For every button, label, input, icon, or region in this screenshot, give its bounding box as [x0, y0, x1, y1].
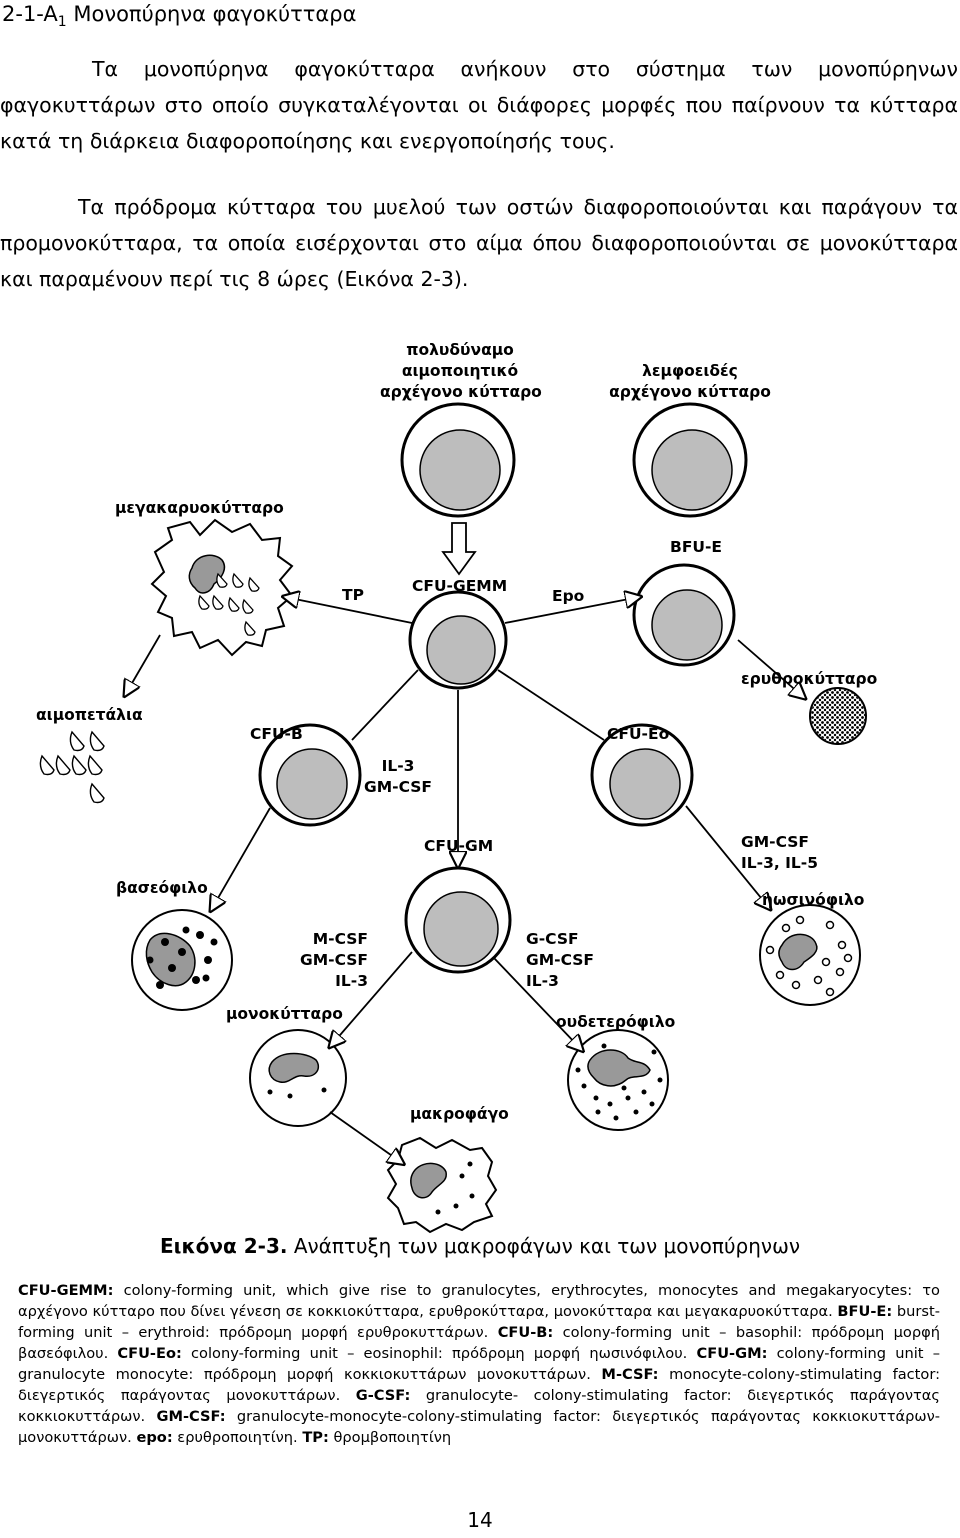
arrow-cfu-gm-to-monocyte — [334, 951, 413, 1042]
label-monocyte: μονοκύτταρο — [226, 1005, 343, 1023]
label-cfu-b: CFU-B — [250, 725, 303, 743]
figure-caption: Εικόνα 2-3. Ανάπτυξη των μακροφάγων και … — [160, 1234, 800, 1258]
neutrophil-cell — [567, 1029, 669, 1131]
label-neutrophil: ουδετερόφιλο — [556, 1013, 676, 1031]
arrow-cfu-gm-to-neutrophil — [493, 957, 578, 1046]
cell-development-diagram — [39, 402, 867, 1234]
label-cfu-gemm: CFU-GEMM — [412, 577, 508, 595]
macrophage-cell — [386, 1136, 498, 1234]
cfu-gemm-cell — [408, 590, 508, 690]
abbreviation-legend: CFU-GEMM: colony-forming unit, which giv… — [18, 1282, 941, 1446]
paragraph-precursors: Τα πρόδρομα κύτταρα του μυελού των οστών… — [0, 195, 958, 291]
arrow-cfu-b-to-basophil — [214, 807, 271, 905]
eosinophil-cell — [759, 904, 861, 1006]
cfu-gm-cell — [404, 866, 512, 974]
cfu-b-cell — [258, 723, 362, 827]
arrow-monocyte-to-macrophage — [329, 1111, 398, 1160]
paragraph-intro: Τα μονοπύρηνα φαγοκύτταρα ανήκουν στο σύ… — [0, 57, 958, 153]
monocyte-cell — [249, 1029, 347, 1127]
label-megakaryocyte: μεγακαρυοκύτταρο — [115, 499, 284, 517]
cfu-eo-cell — [590, 723, 694, 827]
platelets-cluster — [39, 730, 105, 804]
arrow-bfu-e-to-erythrocyte — [737, 639, 800, 694]
label-cfu-eo: CFU-Eo — [607, 725, 670, 743]
lymphoid-stem-cell — [632, 402, 748, 518]
label-basophil: βασεόφιλο — [116, 879, 208, 897]
label-tp: TP — [342, 586, 364, 604]
arrow-cfu-eo-to-eosinophil — [685, 805, 766, 904]
label-epo: Epo — [552, 587, 585, 605]
label-cfu-gm: CFU-GM — [424, 837, 494, 855]
label-erythrocyte: ερυθροκύτταρο — [741, 670, 878, 688]
arrow-stem-to-gemm — [441, 522, 477, 576]
megakaryocyte-granules — [198, 572, 260, 636]
basophil-cell — [131, 909, 233, 1011]
section-heading: 2-1-A1 Μονοπύρηνα φαγοκύτταρα — [2, 2, 357, 31]
line-gemm-to-cfu-b — [351, 669, 419, 741]
bfu-e-cell — [632, 563, 736, 667]
arrow-gemm-to-bfu-e — [504, 598, 634, 624]
label-eosinophil: ηωσινόφιλο — [762, 891, 865, 909]
label-macrophage: μακροφάγο — [410, 1105, 509, 1123]
label-platelets: αιμοπετάλια — [36, 706, 143, 724]
label-bfu-e: BFU-E — [670, 538, 723, 556]
arrow-gemm-to-megakaryocyte — [290, 598, 413, 624]
page-number: 14 — [467, 1508, 493, 1532]
arrow-megakaryocyte-to-platelets — [128, 634, 161, 690]
line-gemm-to-cfu-eo — [497, 669, 605, 741]
pluripotent-stem-cell — [400, 402, 516, 518]
